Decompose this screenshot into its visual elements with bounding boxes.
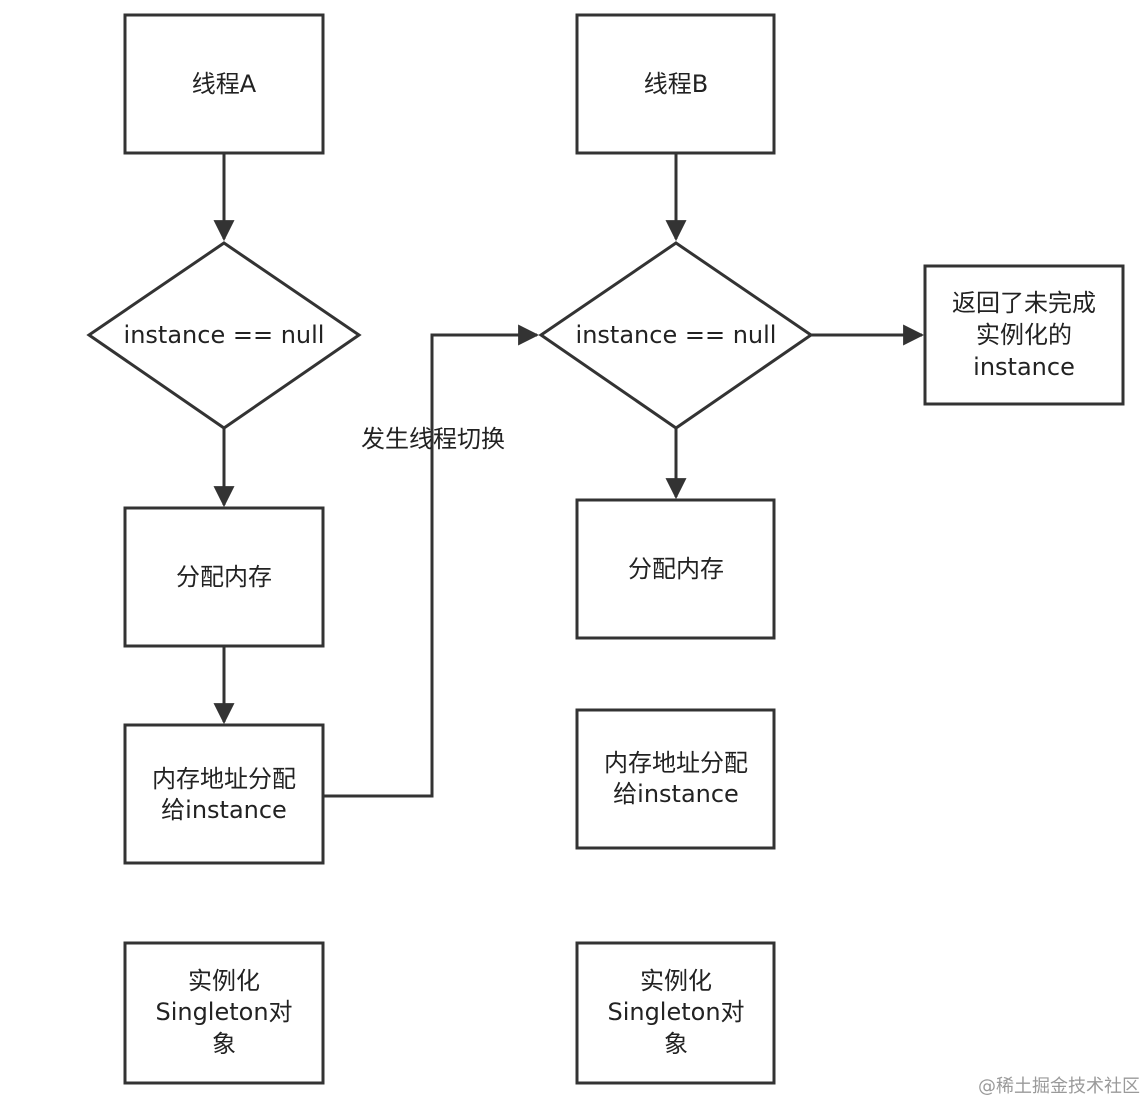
thread-a-assign-line2: 给instance — [161, 796, 287, 824]
thread-a-decision-node: instance == null — [86, 241, 362, 430]
thread-a-instantiate-line3: 象 — [212, 1030, 236, 1058]
thread-a-allocate-label: 分配内存 — [176, 563, 272, 591]
thread-a-title-node: 线程A — [123, 13, 325, 155]
thread-b-allocate-label: 分配内存 — [628, 555, 724, 583]
thread-b-instantiate-line1: 实例化 — [640, 967, 712, 995]
thread-b-result-line3: instance — [973, 353, 1075, 381]
thread-b-instantiate-line2: Singleton对 — [607, 998, 744, 1026]
thread-b-instantiate-line3: 象 — [664, 1030, 688, 1058]
thread-a-decision-label: instance == null — [124, 321, 325, 349]
thread-switch-label: 发生线程切换 — [361, 425, 505, 453]
thread-b-result-node: 返回了未完成 实例化的 instance — [923, 264, 1125, 406]
thread-b-decision-node: instance == null — [538, 241, 814, 430]
thread-b-decision-label: instance == null — [576, 321, 777, 349]
thread-a-title: 线程A — [192, 70, 257, 98]
thread-b-title-node: 线程B — [575, 13, 776, 155]
thread-b-title: 线程B — [644, 70, 708, 98]
thread-a-allocate-node: 分配内存 — [123, 506, 325, 648]
thread-b-assign-line2: 给instance — [613, 780, 739, 808]
thread-a-instantiate-node: 实例化 Singleton对 象 — [123, 941, 325, 1085]
thread-a-instantiate-line2: Singleton对 — [155, 998, 292, 1026]
edge-thread-switch — [323, 324, 540, 798]
thread-a-assign-line1: 内存地址分配 — [152, 765, 296, 793]
thread-b-allocate-node: 分配内存 — [575, 498, 776, 640]
thread-a-instantiate-line1: 实例化 — [188, 967, 260, 995]
thread-a-assign-node: 内存地址分配 给instance — [123, 723, 325, 865]
thread-b-assign-line1: 内存地址分配 — [604, 749, 748, 777]
thread-b-result-line2: 实例化的 — [976, 321, 1072, 349]
watermark: @稀土掘金技术社区 — [978, 1076, 1140, 1097]
thread-b-instantiate-node: 实例化 Singleton对 象 — [575, 941, 776, 1085]
thread-b-result-line1: 返回了未完成 — [952, 289, 1096, 317]
thread-b-assign-node: 内存地址分配 给instance — [575, 708, 776, 850]
